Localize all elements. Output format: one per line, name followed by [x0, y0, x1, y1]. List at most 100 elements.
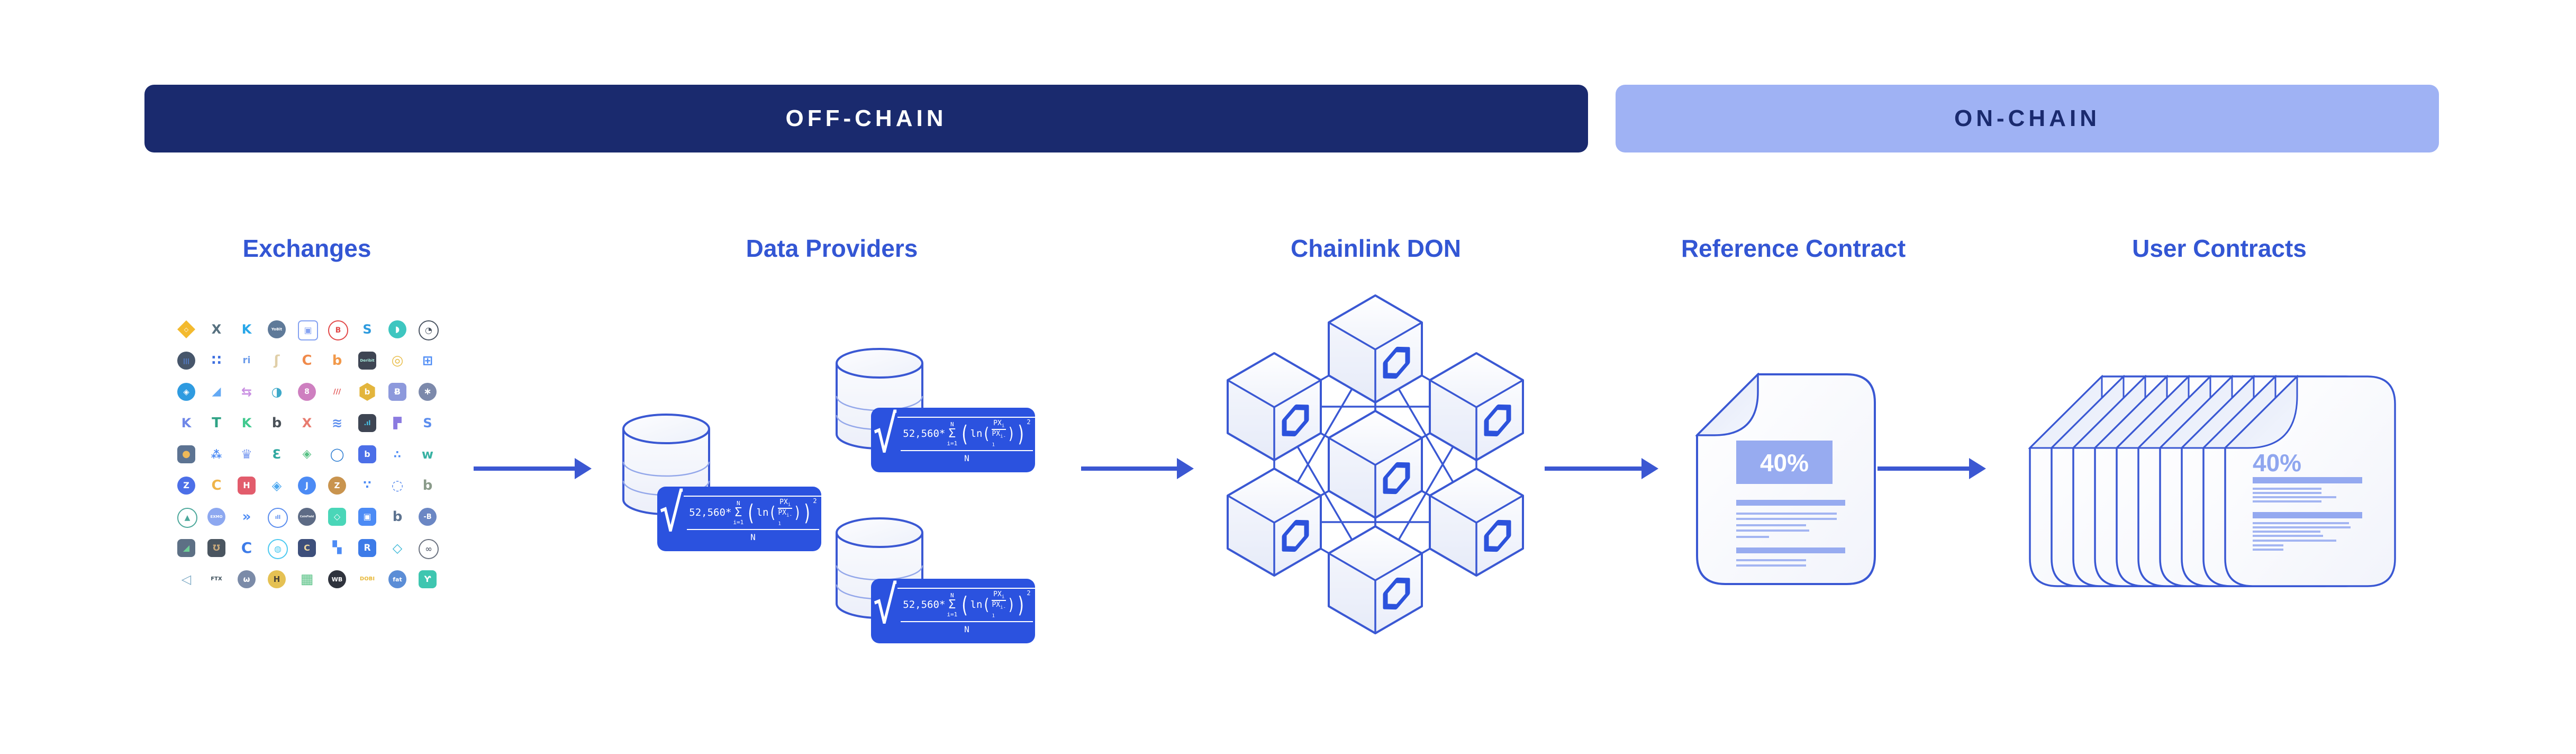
exchange-icon: ◈ [177, 383, 195, 401]
user-contracts-stack: 40% [2028, 375, 2396, 587]
exchange-icon: ◈ [302, 447, 312, 461]
chainlink-node-icon [1329, 295, 1422, 402]
reference-contract-title: Reference Contract [1681, 235, 1906, 262]
dobi-icon: DOBI [359, 576, 375, 582]
value-badge [1736, 441, 1833, 484]
exchange-icon: ∷ [211, 353, 222, 369]
kucoin-icon: K [241, 322, 252, 337]
binance-icon: ◇ [177, 320, 195, 338]
wb-icon: WB [328, 570, 346, 588]
chainlink-node-icon [1228, 353, 1321, 460]
exchange-icon: b [359, 383, 375, 401]
yobit-icon: YoBit [268, 320, 286, 338]
exchange-icon: b [422, 478, 433, 493]
exchange-icon: ◁ [181, 572, 192, 587]
doc-text-lines [1736, 513, 1837, 567]
data-providers-title: Data Providers [746, 235, 918, 262]
exchange-icon: ∞ [419, 539, 439, 559]
chainlink-node-icon [1329, 526, 1422, 633]
exchange-icon: ◇ [328, 508, 346, 526]
exchange-icon: ▲ [177, 508, 197, 528]
exchange-icon: ◢ [177, 539, 195, 557]
exchange-icon: Z [177, 477, 195, 495]
arrow-exchanges-to-providers-icon [474, 458, 592, 479]
exchange-icon: X [302, 416, 312, 430]
exchange-icon: ◈ [271, 478, 282, 493]
exchange-icon: B [328, 320, 348, 340]
chainlink-don-title: Chainlink DON [1290, 235, 1462, 262]
exchange-icon: ◢ [212, 385, 221, 398]
user-value: 40% [2253, 449, 2301, 477]
exchange-icon: ⇆ [241, 384, 252, 399]
exchange-icon: C [241, 539, 252, 556]
exchange-icon: ∴ [394, 448, 401, 461]
exchange-icon: b [332, 353, 342, 369]
exchange-icon: ◯ [330, 447, 344, 462]
exchange-icon: ◌ [391, 478, 404, 493]
exmo-icon: EXMO [207, 508, 225, 526]
exchange-icon: 8 [298, 383, 316, 401]
exchange-icon: ● [177, 445, 195, 463]
exchange-icon: Ɛ [272, 447, 282, 462]
exchange-icon: Ƴ [419, 570, 437, 588]
chainlink-don-network [1206, 279, 1546, 651]
ftx-icon: FTX [211, 576, 222, 582]
exchange-icon: -B [419, 508, 437, 526]
exchange-icon: ||| [177, 352, 195, 370]
exchange-icon: Ʊ [207, 539, 225, 557]
fatbtc-icon: fat [388, 570, 406, 588]
exchange-icon: ◔ [419, 320, 439, 340]
exchange-icon: w [421, 447, 434, 462]
exchange-icon: H [268, 570, 286, 588]
exchange-icon: C [302, 353, 312, 369]
exchange-icon: ⊞ [422, 353, 433, 368]
exchange-icon: » [242, 509, 251, 525]
exchange-icon: K [241, 416, 252, 430]
exchange-icon: ◗ [388, 320, 406, 338]
off-chain-banner: OFF-CHAIN [144, 85, 1588, 152]
arrow-providers-to-don-icon [1081, 458, 1194, 479]
exchange-icon: ▦ [300, 571, 314, 587]
folded-corner [2223, 375, 2298, 449]
exchange-icon: ∵ [363, 479, 371, 492]
coinsuper-icon: C [298, 539, 316, 557]
formula-coefficient: 52,560* [689, 507, 732, 518]
exchange-icon: ri [242, 355, 251, 366]
exchange-icon: ʃ [274, 353, 280, 369]
chainlink-node-icon [1329, 411, 1422, 518]
exchange-icon: ∗ [419, 383, 437, 401]
exchange-icon: K [181, 416, 192, 430]
arrow-reference-to-users-icon [1877, 458, 1986, 479]
exchange-icon: ≋ [331, 416, 343, 430]
arrow-don-to-reference-icon [1545, 458, 1658, 479]
user-contracts-title: User Contracts [2132, 235, 2307, 262]
exchange-icon: J [298, 477, 316, 495]
doc-text-lines [2253, 488, 2351, 551]
chainlink-node-icon [1430, 469, 1523, 576]
exchanges-title: Exchanges [242, 235, 371, 262]
exchange-icon: ◑ [271, 384, 283, 399]
exchange-icon: R [358, 539, 376, 557]
exchange-icon: b [271, 415, 282, 431]
doc-text-bars [2253, 477, 2362, 518]
exchange-icon: ▛ [393, 417, 402, 429]
chainlink-node-icon [1430, 353, 1523, 460]
exchange-icon: ◇ [392, 541, 403, 555]
folded-corner [1695, 373, 1759, 436]
exchange-icon: ◍ [268, 539, 288, 559]
exchange-icon: Ƀ [388, 383, 406, 401]
exchange-icon: S [362, 322, 372, 337]
radical-sign: √ [659, 483, 684, 543]
exchange-icon: ◎ [391, 353, 404, 369]
exchange-icon: C [211, 478, 222, 493]
exchange-icon: Z [328, 477, 346, 495]
exchange-icon: H [238, 477, 256, 495]
exchange-icon: /// [333, 388, 341, 396]
coinfield-icon: CoinField [298, 508, 316, 526]
exchange-icon: b [392, 509, 403, 525]
